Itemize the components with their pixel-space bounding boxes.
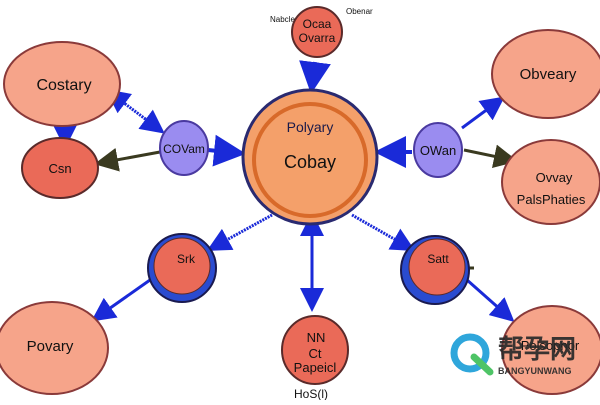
bottom-center-under: HoS(l) — [294, 387, 328, 400]
arrow-center-to-satt — [351, 213, 416, 251]
bottom-left-node-label: Povary — [27, 338, 74, 355]
right-purple-node-label: OWan — [420, 143, 456, 158]
bottom-center-line1: NN — [307, 330, 326, 345]
right-mid-line1: Ovvay — [536, 170, 573, 185]
right-mid-line2: PalsPhaties — [517, 192, 586, 207]
right-mid-node: Ovvay PalsPhaties — [501, 139, 600, 225]
watermark-cn: 帮孕网 — [498, 334, 576, 364]
q-logo-icon — [450, 333, 494, 376]
bottom-center-node: NN Ct Papeicl HoS(l) — [281, 315, 349, 401]
left-red-node-label: Csn — [48, 161, 71, 176]
arrow-left-purple-to-center — [207, 134, 246, 167]
top-small-left-label: Nabcle — [270, 15, 295, 24]
arrow-srk-to-bottom-left — [91, 278, 151, 322]
bottom-center-line3: Papeicl — [294, 360, 337, 375]
lower-right-ring-label: Satt — [427, 252, 449, 266]
right-purple-node: OWan — [413, 122, 463, 178]
lower-left-ring-label: Srk — [177, 252, 196, 266]
watermark-en: BANGYUNWANG — [498, 366, 572, 376]
arrow-right-purple-to-right-top — [461, 96, 505, 130]
center-main: Cobay — [284, 152, 336, 172]
arrow-top-to-center — [299, 60, 331, 94]
left-red-node: Csn — [21, 137, 99, 199]
right-top-node: Obveary — [491, 29, 600, 119]
right-top-node-label: Obveary — [520, 66, 577, 83]
bottom-center-line2: Ct — [309, 346, 322, 361]
lower-left-ring-node: Srk — [147, 233, 217, 303]
center-node: Polyary Cobay — [241, 88, 379, 226]
bottom-right-node-label: Polsophor — [521, 338, 580, 353]
left-top-node-label: Costary — [36, 77, 91, 94]
left-purple-node-label: COVam — [163, 142, 205, 156]
arrow-left-top-to-purple — [105, 89, 165, 134]
lower-right-ring-node: Satt — [400, 235, 470, 305]
top-node-line2: Ovarra — [299, 31, 336, 45]
center-title: Polyary — [287, 119, 334, 135]
arrow-purple-to-red — [94, 147, 161, 172]
arrow-center-to-srk — [206, 213, 273, 251]
watermark: 帮孕网 BANGYUNWANG — [450, 333, 576, 376]
left-top-node: Costary — [3, 41, 121, 127]
bottom-right-node: Polsophor — [501, 305, 600, 395]
bottom-left-node: Povary — [0, 301, 109, 395]
top-node: Ocaa Ovarra — [291, 6, 343, 58]
arrow-right-purple-to-right-mid — [463, 144, 518, 169]
top-node-line1: Ocaa — [303, 17, 332, 31]
top-small-right-label: Obenar — [346, 7, 373, 16]
left-purple-node: COVam — [159, 120, 209, 176]
